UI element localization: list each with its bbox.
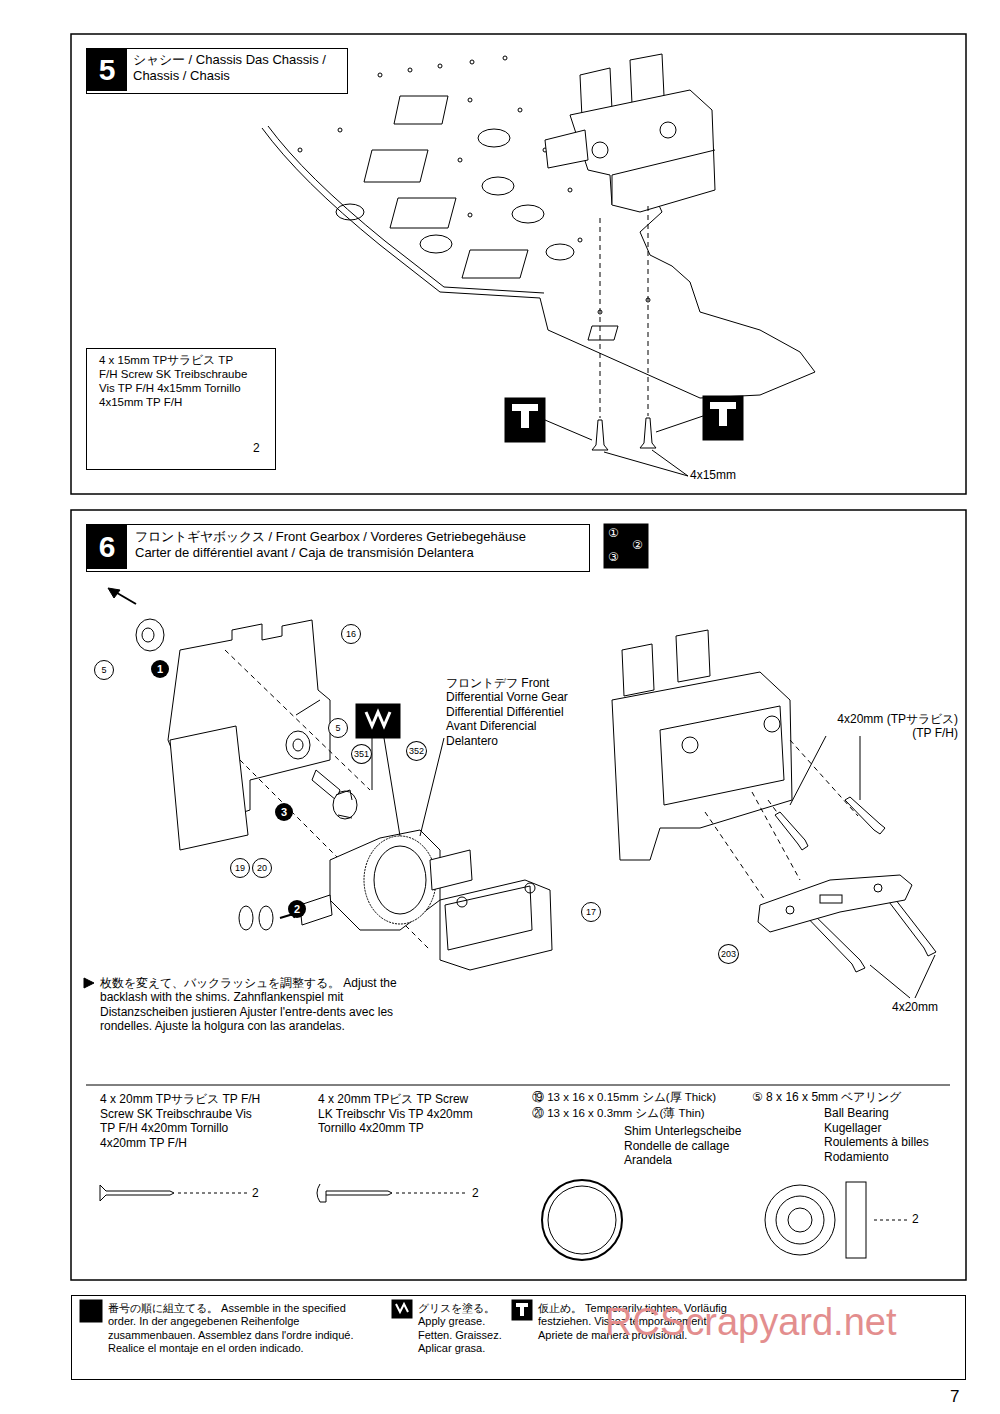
part-spec: 4 x 20mm TPサラビス TP F/H Screw SK Treibsch… — [100, 1092, 270, 1151]
note: 枚数を変えて、バックラッシュを調整する。 Adjust the backlash… — [100, 976, 400, 1034]
order-icon — [604, 524, 648, 568]
callout-number: 19 — [230, 858, 250, 878]
part-spec: ⑤ 8 x 16 x 5mm ベアリング — [752, 1090, 942, 1105]
table-rule — [86, 1085, 950, 1086]
part-name: Shim Unterlegscheibe Rondelle de callage… — [624, 1124, 744, 1168]
temporary-tighten-icon — [505, 396, 743, 442]
order-mark: ① — [608, 526, 619, 540]
step-order: 2 — [288, 900, 306, 918]
gearbox-exploded — [108, 588, 552, 970]
part-spec: ⑳ 13 x 16 x 0.3mm シム(薄 Thin) — [532, 1106, 762, 1120]
step-number: 6 — [87, 525, 127, 569]
gearbox — [545, 54, 715, 212]
order-mark: ③ — [608, 550, 619, 564]
part-spec: 4 x 20mm TPビス TP Screw LK Treibschr Vis … — [318, 1092, 478, 1136]
quantity: 2 — [253, 441, 260, 456]
dimension: 4x20mm — [892, 1000, 938, 1014]
callout-number: 203 — [718, 944, 739, 964]
screw — [592, 418, 656, 450]
step-order: 1 — [151, 660, 169, 678]
text-box: 6フロントギヤボックス / Front Gearbox / Vorderes G… — [86, 524, 590, 572]
part-spec: ⑲ 13 x 16 x 0.15mm シム(厚 Thick) — [532, 1090, 762, 1104]
dimension: 4x15mm — [690, 468, 736, 482]
bearing — [765, 1182, 910, 1258]
dimension: 4x20mm (TPサラビス) (TP F/H) — [818, 712, 958, 741]
step-frame — [71, 510, 966, 1280]
page-number: 7 — [950, 1387, 959, 1407]
step-title: シャシー / Chassis Das Chassis / Chassis / C… — [133, 52, 343, 84]
step-title: フロントギヤボックス / Front Gearbox / Vorderes Ge… — [135, 529, 555, 561]
gearbox-assembled — [612, 630, 792, 860]
grease-icon — [356, 704, 400, 836]
watermark: RCScrapyard.net — [605, 1300, 896, 1346]
text-box: 5シャシー / Chassis Das Chassis / Chassis / … — [86, 48, 348, 94]
part-label: フロントデフ Front Differential Vorne Gear Dif… — [446, 676, 591, 748]
shim — [542, 1180, 622, 1260]
part-spec: 4 x 15mm TPサラビス TP F/H Screw SK Treibsch… — [99, 353, 249, 409]
callout-number: 5 — [328, 718, 348, 738]
callout-number: 351 — [351, 744, 372, 764]
quantity: 2 — [912, 1212, 919, 1227]
order-mark: ② — [632, 538, 643, 552]
text-box: 4 x 20mm TPサラビス TP F/H Screw SK Treibsch… — [86, 1086, 950, 1268]
part-name: Ball Bearing Kugellager Roulements à bil… — [824, 1106, 944, 1165]
callout-number: 17 — [581, 902, 601, 922]
step-number: 5 — [87, 49, 127, 91]
screw — [100, 1184, 466, 1202]
callout-number: 20 — [252, 858, 272, 878]
quantity: 2 — [472, 1186, 479, 1201]
step-frame — [71, 34, 966, 494]
text-box: 4 x 15mm TPサラビス TP F/H Screw SK Treibsch… — [86, 348, 276, 470]
plate — [758, 875, 912, 932]
chassis-plate — [262, 56, 815, 398]
legend-note: グリスを塗る。 Apply grease. Fetten. Graissez. … — [418, 1302, 518, 1356]
callout-number: 16 — [341, 624, 361, 644]
step-order: 3 — [275, 803, 293, 821]
callout-number: 5 — [94, 660, 114, 680]
legend-note: 番号の順に組立てる。 Assemble in the specified ord… — [108, 1302, 358, 1356]
callout-number: 352 — [406, 741, 427, 761]
quantity: 2 — [252, 1186, 259, 1201]
